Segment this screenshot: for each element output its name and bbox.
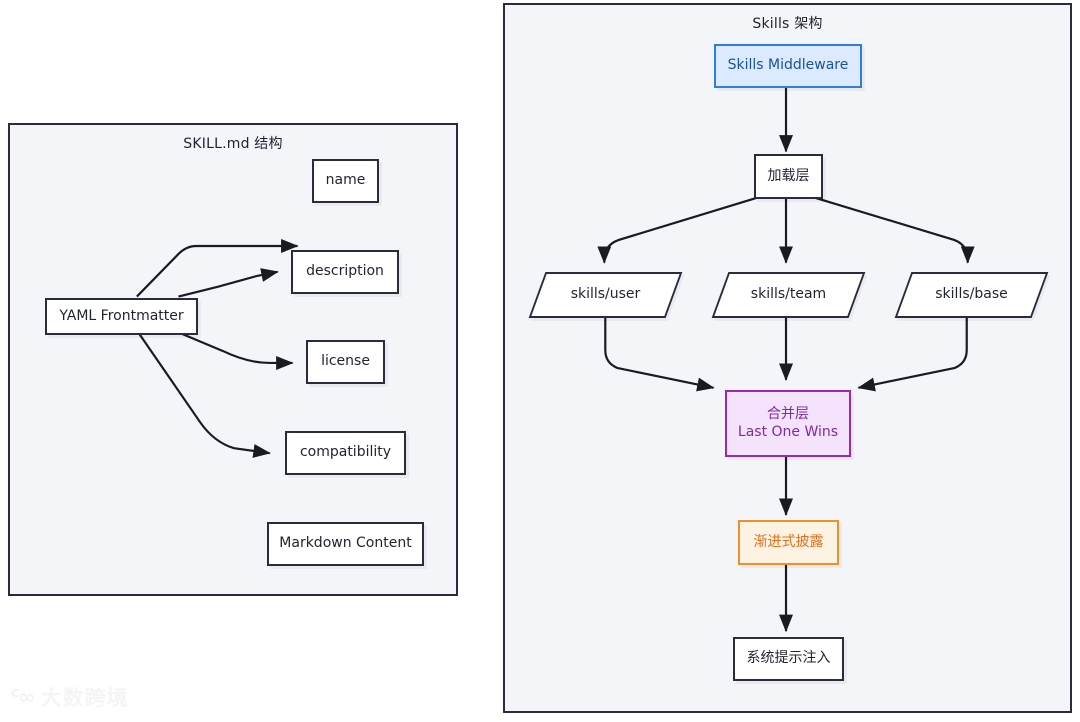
edge-yaml-to-name xyxy=(136,239,299,298)
node-name[interactable]: name xyxy=(312,159,379,203)
right-panel-title: Skills 架构 xyxy=(752,16,823,32)
edge-skills-user-to-merge xyxy=(604,316,715,392)
node-system-prompt-injection-label: 系统提示注入 xyxy=(746,650,831,667)
node-merge-layer-label-en: Last One Wins xyxy=(737,423,839,440)
panel-skills-architecture: Skills 架构 xyxy=(503,3,1072,713)
node-skills-middleware-label: Skills Middleware xyxy=(727,57,849,74)
node-merge-layer[interactable]: 合并层 Last One Wins xyxy=(725,390,851,457)
node-name-label: name xyxy=(325,172,366,189)
edge-loader-to-skills-user xyxy=(597,195,763,264)
node-skills-base-label: skills/base xyxy=(935,286,1008,303)
edge-yaml-to-compatibility xyxy=(137,332,271,458)
node-merge-layer-label-cn: 合并层 xyxy=(767,406,809,422)
watermark-logo-icon: ᑦ∞ xyxy=(10,685,36,709)
node-system-prompt-injection[interactable]: 系统提示注入 xyxy=(733,637,844,681)
edge-loader-to-skills-base xyxy=(809,195,975,264)
node-progressive-disclosure[interactable]: 渐进式披露 xyxy=(738,520,839,565)
edge-skills-base-to-merge xyxy=(857,316,968,392)
edge-yaml-to-license xyxy=(180,332,294,370)
node-compatibility-label: compatibility xyxy=(299,444,392,461)
node-skills-team[interactable]: skills/team xyxy=(711,272,866,318)
node-license[interactable]: license xyxy=(306,340,385,384)
left-panel-title: SKILL.md 结构 xyxy=(183,136,283,152)
node-yaml-frontmatter[interactable]: YAML Frontmatter xyxy=(45,298,198,335)
node-progressive-disclosure-label: 渐进式披露 xyxy=(753,533,824,550)
node-markdown-content-label: Markdown Content xyxy=(279,535,412,552)
node-markdown-content[interactable]: Markdown Content xyxy=(267,522,424,566)
watermark: ᑦ∞ 大数跨境 xyxy=(10,682,129,712)
panel-skill-md-structure: SKILL.md 结构 YAML Frontmatter name descri… xyxy=(8,123,458,596)
watermark-text: 大数跨境 xyxy=(40,686,129,710)
edge-yaml-to-description xyxy=(178,268,279,298)
node-description[interactable]: description xyxy=(291,250,399,294)
node-loader-label: 加载层 xyxy=(767,167,810,184)
node-description-label: description xyxy=(306,263,384,280)
node-skills-middleware[interactable]: Skills Middleware xyxy=(714,44,862,88)
node-skills-user[interactable]: skills/user xyxy=(528,272,683,318)
right-panel-edges xyxy=(597,87,975,633)
node-loader[interactable]: 加载层 xyxy=(754,154,823,199)
node-skills-user-label: skills/user xyxy=(570,286,641,303)
node-compatibility[interactable]: compatibility xyxy=(285,431,406,475)
node-skills-base[interactable]: skills/base xyxy=(894,272,1049,318)
node-skills-team-label: skills/team xyxy=(750,286,827,303)
node-license-label: license xyxy=(321,353,370,370)
node-yaml-frontmatter-label: YAML Frontmatter xyxy=(59,307,184,324)
